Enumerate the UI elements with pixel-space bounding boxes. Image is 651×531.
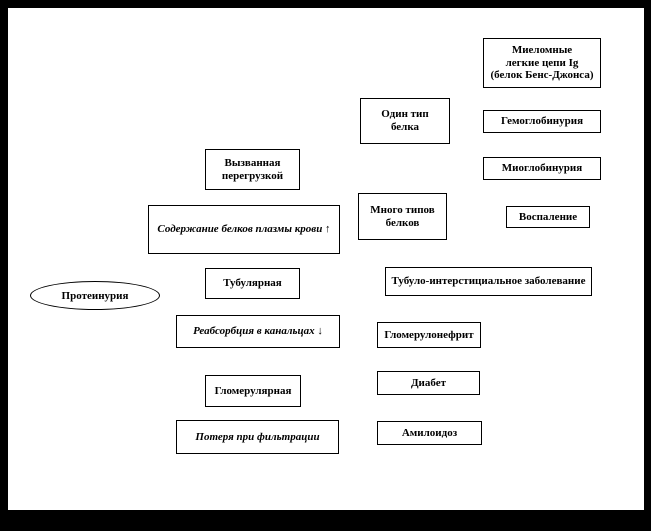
node-amyloidosis: Амилоидоз: [377, 421, 482, 445]
node-inflammation: Воспаление: [506, 206, 590, 228]
node-tubular-proteinuria: Тубулярная: [205, 268, 300, 299]
node-diabetes: Диабет: [377, 371, 480, 395]
node-overload-proteinuria: Вызванная перегрузкой: [205, 149, 300, 190]
node-myeloma-light-chains: Миеломные легкие цепи Ig (белок Бенс-Джо…: [483, 38, 601, 88]
node-proteinuria-ellipse: Протеинурия: [30, 281, 160, 310]
node-reabsorption-decrease: Реабсорбция в канальцах ↓: [176, 315, 340, 348]
node-glomerulonephritis: Гломерулонефрит: [377, 322, 481, 348]
node-myoglobinuria: Миоглобинурия: [483, 157, 601, 180]
diagram-canvas: Протеинурия Вызванная перегрузкой Содерж…: [8, 8, 644, 510]
node-tubulointerstitial-disease: Тубуло-интерстициальное заболевание: [385, 267, 592, 296]
node-many-protein-types: Много типов белков: [358, 193, 447, 240]
node-plasma-protein-increase: Содержание белков плазмы крови ↑: [148, 205, 340, 254]
node-filtration-loss: Потеря при фильтрации: [176, 420, 339, 454]
node-one-protein-type: Один тип белка: [360, 98, 450, 144]
node-hemoglobinuria: Гемоглобинурия: [483, 110, 601, 133]
node-glomerular-proteinuria: Гломерулярная: [205, 375, 301, 407]
